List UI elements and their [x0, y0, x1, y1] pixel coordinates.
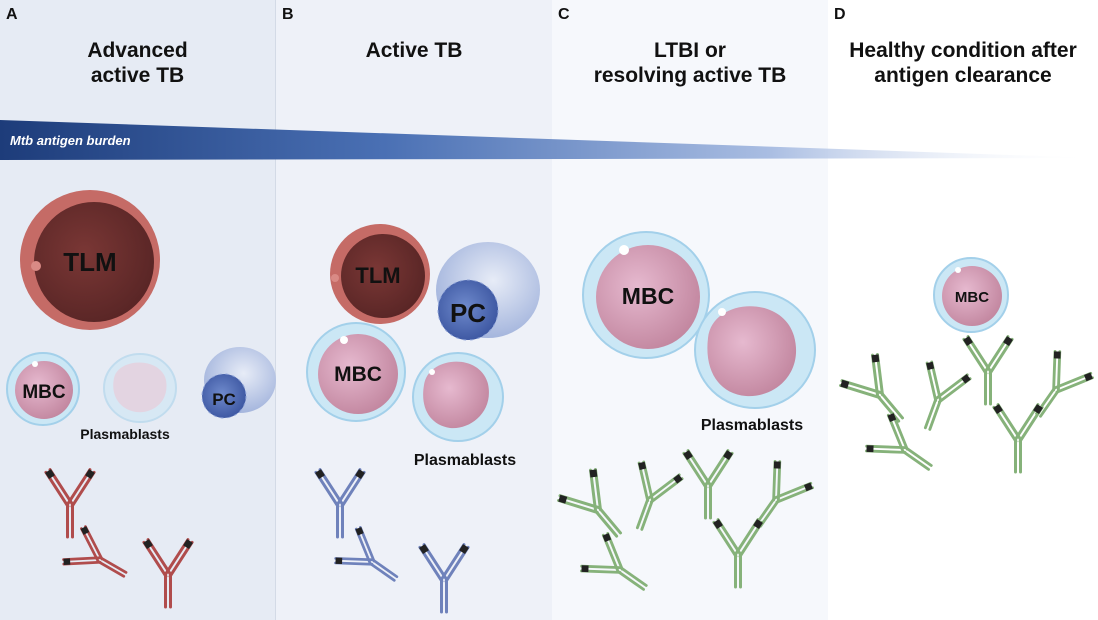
plasmablast-cell — [103, 353, 177, 423]
tlm-cell: TLM — [330, 224, 430, 324]
panel-title: LTBI or resolving active TB — [552, 38, 828, 88]
antibody-icon — [580, 532, 648, 591]
antibody-icon — [635, 460, 684, 531]
antibodies-layer — [44, 335, 1094, 614]
mbc-label: MBC — [955, 289, 989, 306]
plasmablasts-label: Plasmablasts — [414, 452, 516, 469]
plasmablast-cell — [412, 352, 504, 442]
plasmablasts-label: Plasmablasts — [701, 417, 803, 434]
pc-label: PC — [212, 390, 236, 409]
antibody-icon — [1035, 350, 1094, 418]
tlm-label: TLM — [63, 247, 116, 277]
antibody-icon — [334, 526, 399, 582]
panel-letter: C — [558, 6, 570, 23]
antibody-icon — [755, 460, 814, 528]
mbc-label: MBC — [622, 283, 674, 309]
panel-title-line2: resolving active TB — [593, 64, 787, 87]
pc-label: PC — [450, 298, 486, 328]
antibody-icon — [44, 468, 96, 539]
antibody-icon — [865, 412, 933, 471]
panel-title: Advanced active TB — [0, 38, 275, 88]
pc-cell: PC — [436, 242, 540, 341]
panel-letter: D — [834, 6, 846, 23]
plasmablasts-label: Plasmablasts — [80, 426, 170, 442]
panel-title-line2: antigen clearance — [874, 64, 1052, 87]
panel-title-line1: Active TB — [365, 39, 463, 62]
antibody-icon — [839, 353, 904, 423]
antibody-icon — [682, 449, 734, 520]
antibody-icon — [712, 518, 764, 589]
mbc-label: MBC — [334, 363, 382, 386]
panel-title-line1: LTBI or — [654, 39, 726, 62]
antibody-icon — [418, 543, 470, 614]
antibody-icon — [557, 468, 622, 538]
tlm-label: TLM — [355, 263, 400, 288]
antibody-icon — [992, 403, 1044, 474]
antibody-icon — [923, 360, 972, 431]
mbc-cell: MBC — [6, 352, 80, 426]
antigen-burden-wedge — [0, 120, 1098, 160]
mbc-cell: MBC — [933, 257, 1009, 333]
panel-letter: A — [6, 6, 18, 23]
mbc-label: MBC — [22, 382, 66, 403]
antibody-icon — [62, 525, 128, 578]
mbc-cell: MBC — [306, 322, 406, 422]
panel-title: Active TB — [276, 38, 552, 63]
antibody-icon — [962, 335, 1014, 406]
panel-title-line1: Healthy condition after — [849, 39, 1077, 62]
antigen-burden-label: Mtb antigen burden — [10, 133, 131, 148]
panel-title-line2: active TB — [90, 64, 185, 87]
panel-title-line1: Advanced — [87, 39, 188, 62]
antibody-icon — [142, 538, 194, 609]
pc-cell: PC — [201, 347, 276, 419]
mbc-cell: MBC — [582, 231, 710, 359]
antibody-icon — [314, 468, 366, 539]
panel-title: Healthy condition after antigen clearanc… — [828, 38, 1098, 88]
tlm-cell: TLM — [20, 190, 160, 330]
plasmablast-cell — [694, 291, 816, 409]
panel-letter: B — [282, 6, 294, 23]
